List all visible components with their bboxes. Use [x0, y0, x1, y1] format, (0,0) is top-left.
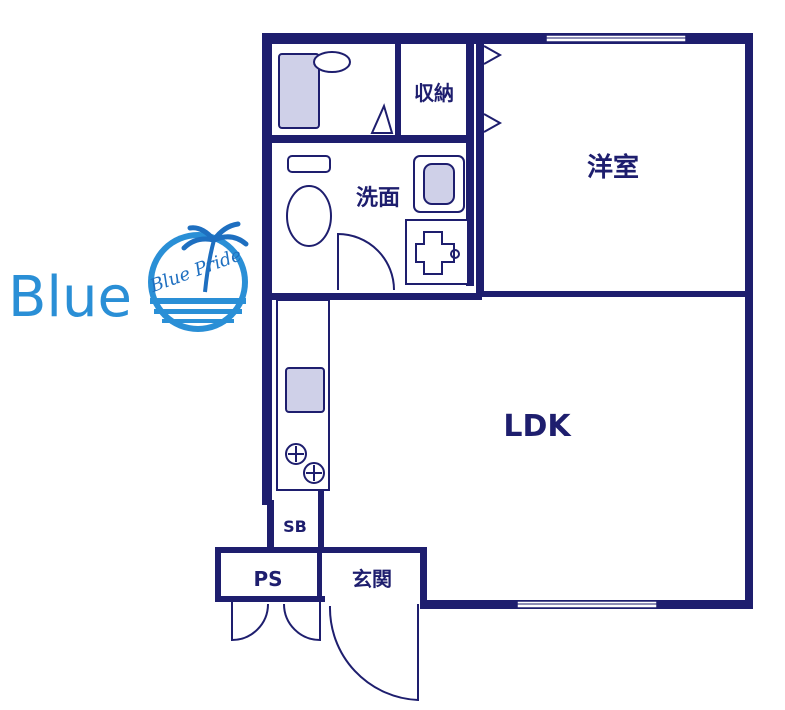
ps-door-right-icon [283, 602, 321, 642]
shoe-box-label: SB [283, 517, 307, 536]
ldk-label: LDK [503, 409, 572, 444]
pipe-space-label: PS [253, 567, 282, 591]
ps-door-left-icon [231, 602, 269, 642]
washroom-door-icon [337, 232, 395, 291]
room-labels: 収納 洋室 洗面 LDK SB PS 玄関 [253, 81, 639, 591]
storage-label: 収納 [414, 81, 454, 105]
closet-doors [483, 45, 503, 133]
entrance-door-icon [328, 604, 419, 702]
logo-emblem: Blue Pride [146, 221, 249, 332]
entrance-label: 玄関 [352, 567, 392, 591]
western-room-label: 洋室 [587, 152, 639, 183]
washroom-fixtures [286, 155, 469, 291]
windows [516, 34, 687, 609]
entrance-doors [231, 602, 419, 702]
kitchen-sink-icon [285, 367, 325, 413]
toilet-tank-icon [287, 155, 331, 173]
kitchen [276, 299, 330, 491]
washroom-label: 洗面 [356, 186, 400, 211]
bathtub-icon [278, 53, 320, 129]
palm-icon [203, 239, 216, 293]
logo-text: Blue [8, 265, 132, 330]
toilet-icon [286, 185, 332, 247]
bathroom [278, 51, 394, 134]
bath-basin-icon [313, 51, 351, 73]
brand-logo: Blue Blue Pride [8, 221, 249, 332]
